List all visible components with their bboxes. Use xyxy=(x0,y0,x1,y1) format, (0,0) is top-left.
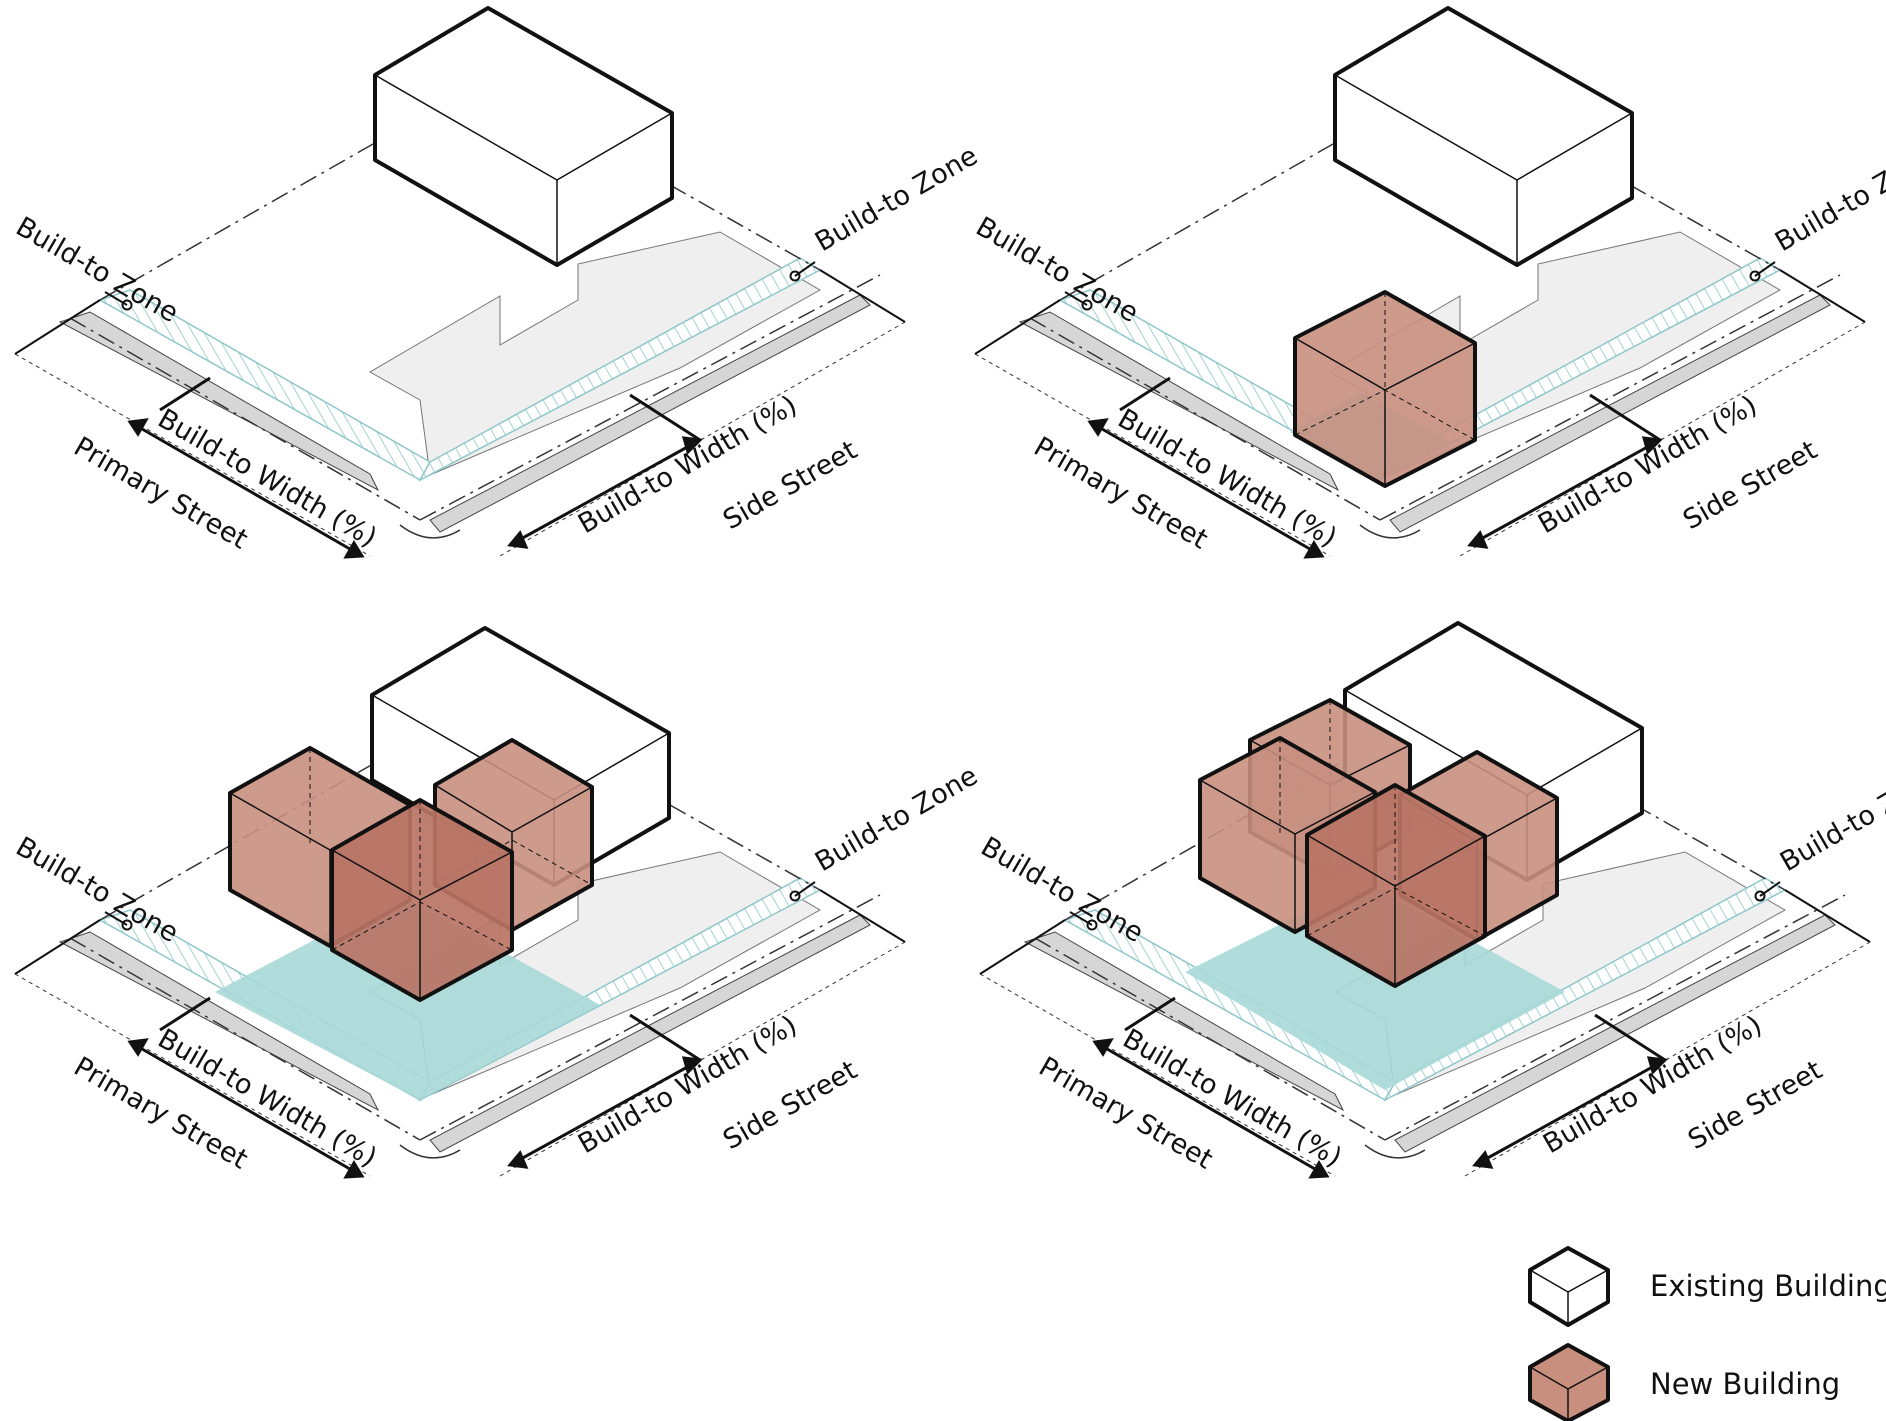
property-line-right xyxy=(669,184,821,271)
legend-new-icon xyxy=(1528,1343,1610,1421)
dim-bar-right xyxy=(1784,889,1871,943)
curb-corner xyxy=(399,1144,461,1159)
side-sidewalk xyxy=(1389,294,1831,533)
dimension-arrows xyxy=(1087,376,1664,559)
new-building-front xyxy=(330,798,514,1002)
arrow-head xyxy=(507,1150,529,1169)
arrow-head xyxy=(507,530,529,549)
build-to-zone-left xyxy=(98,289,432,482)
street-centerline-side xyxy=(1384,894,1846,1141)
property-line-right xyxy=(1629,184,1781,271)
panel-1: Build-to Zone Build-to Zone Build-to Wid… xyxy=(11,6,983,559)
dim-bar-left xyxy=(979,919,1066,975)
arrow-head xyxy=(1472,1150,1494,1169)
arrow-head xyxy=(1641,436,1664,455)
arrow-head xyxy=(1303,540,1325,559)
zone-markers xyxy=(1069,881,1781,931)
zone-label-left: Build-to Zone xyxy=(971,211,1144,329)
dimension-arrows xyxy=(127,996,704,1179)
side-sidewalk xyxy=(429,294,871,533)
street-centerline-primary xyxy=(69,317,421,521)
street-centerline-primary xyxy=(1034,937,1386,1141)
zone-label-right: Build-to Zone xyxy=(1775,760,1886,878)
arrow-head xyxy=(343,540,365,559)
zone-markers xyxy=(104,881,816,931)
legend: Existing Building New Building xyxy=(1528,1246,1886,1421)
dimension-arrows xyxy=(127,376,704,559)
street-centerline-side xyxy=(419,894,881,1141)
dim-bar-right xyxy=(1779,269,1866,323)
arrow-head xyxy=(1092,1038,1114,1057)
width-label-side: Build-to Width (%) xyxy=(573,390,802,540)
street-centerline-primary xyxy=(1029,317,1381,521)
street-centerline-side xyxy=(1379,274,1841,521)
width-label-side: Build-to Width (%) xyxy=(1538,1010,1767,1160)
legend-new-label: New Building xyxy=(1650,1367,1840,1401)
arrow-head xyxy=(127,418,149,437)
dimension-arrows xyxy=(1092,996,1669,1179)
zone-label-right: Build-to Zone xyxy=(810,760,983,878)
arrow-head xyxy=(1646,1056,1669,1075)
build-to-zone-filled xyxy=(215,895,600,1100)
zone-label-right: Build-to Zone xyxy=(810,140,983,258)
property-line xyxy=(1059,139,1341,301)
curb-corner xyxy=(1364,1144,1426,1159)
side-sidewalk xyxy=(429,914,871,1153)
lot-ground xyxy=(368,231,822,476)
dim-bar-left xyxy=(14,919,101,975)
arrow-head xyxy=(681,1056,704,1075)
curb-corner xyxy=(399,524,461,539)
legend-existing-icon xyxy=(1528,1246,1610,1327)
width-label-side: Build-to Width (%) xyxy=(1533,390,1762,540)
arrow-head xyxy=(1087,418,1109,437)
new-building xyxy=(1293,290,1477,488)
curb-corner xyxy=(1359,524,1421,539)
property-line xyxy=(99,139,381,301)
arrow-head xyxy=(343,1160,365,1179)
legend-existing-label: Existing Building xyxy=(1650,1269,1886,1303)
zone-markers xyxy=(1064,261,1776,311)
zone-label-right: Build-to Zone xyxy=(1770,140,1886,258)
build-to-zone-filled xyxy=(1185,882,1565,1090)
street-centerline-side xyxy=(419,274,881,521)
street-centerline-primary xyxy=(69,937,421,1141)
arrow-head xyxy=(681,436,704,455)
property-line-right xyxy=(669,804,821,891)
panel-4: Build-to Zone Build-to Zone Build-to Wid… xyxy=(976,621,1886,1179)
zone-label-left: Build-to Zone xyxy=(11,831,184,949)
dim-bar-right xyxy=(819,889,906,943)
arrow-head xyxy=(1467,530,1489,549)
property-line-right xyxy=(1634,804,1786,891)
site-plan xyxy=(979,759,1871,1177)
zone-label-left: Build-to Zone xyxy=(11,211,184,329)
side-sidewalk xyxy=(1394,914,1836,1153)
dim-bar-left xyxy=(14,299,101,355)
new-building-front xyxy=(1305,783,1487,988)
panel-2: Build-to Zone Build-to Zone Build-to Wid… xyxy=(971,6,1886,559)
existing-building xyxy=(373,6,674,267)
width-label-side: Build-to Width (%) xyxy=(573,1010,802,1160)
dim-bar-left xyxy=(974,299,1061,355)
dim-bar-right xyxy=(819,269,906,323)
zone-markers xyxy=(104,261,816,311)
arrow-head xyxy=(1308,1160,1330,1179)
panel-3: Build-to Zone Build-to Zone Build-to Wid… xyxy=(11,626,983,1179)
existing-building xyxy=(1333,6,1634,267)
zone-label-left: Build-to Zone xyxy=(976,831,1149,949)
arrow-head xyxy=(127,1038,149,1057)
site-plan xyxy=(14,759,906,1177)
site-plan xyxy=(14,139,906,557)
